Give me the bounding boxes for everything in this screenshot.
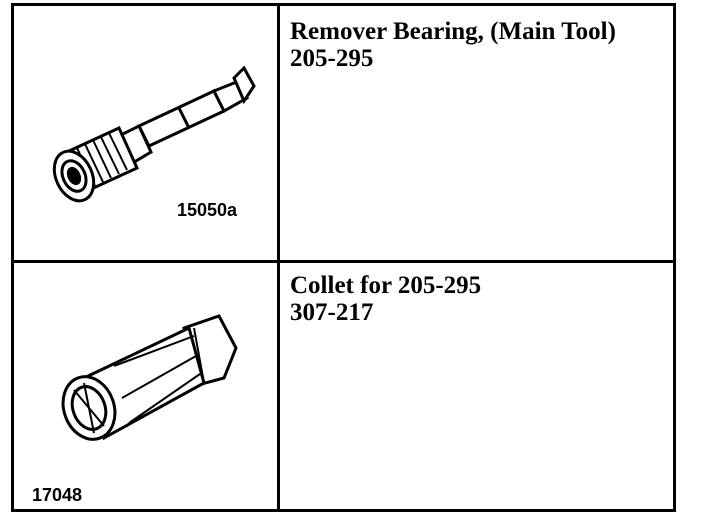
- row-1-image-cell: 15050a: [14, 6, 277, 260]
- part-number: 205-295: [290, 45, 374, 72]
- row-2-description-cell: Collet for 205-295 307-217: [290, 272, 670, 326]
- column-divider: [277, 6, 280, 509]
- tool-name: Collet for 205-295: [290, 272, 482, 299]
- tool-name: Remover Bearing, (Main Tool): [290, 18, 616, 45]
- row-2-image-cell: 17048: [14, 263, 277, 509]
- row-1-description-cell: Remover Bearing, (Main Tool) 205-295: [290, 18, 670, 72]
- figure-number: 15050a: [177, 200, 238, 220]
- row-divider: [14, 260, 673, 263]
- bearing-remover-icon: [52, 65, 256, 203]
- collet-icon: [61, 314, 238, 441]
- figure-number: 17048: [32, 485, 83, 505]
- tool-table: 15050a Remover Bearing, (Main Tool) 205-…: [11, 3, 676, 512]
- part-number: 307-217: [290, 299, 374, 326]
